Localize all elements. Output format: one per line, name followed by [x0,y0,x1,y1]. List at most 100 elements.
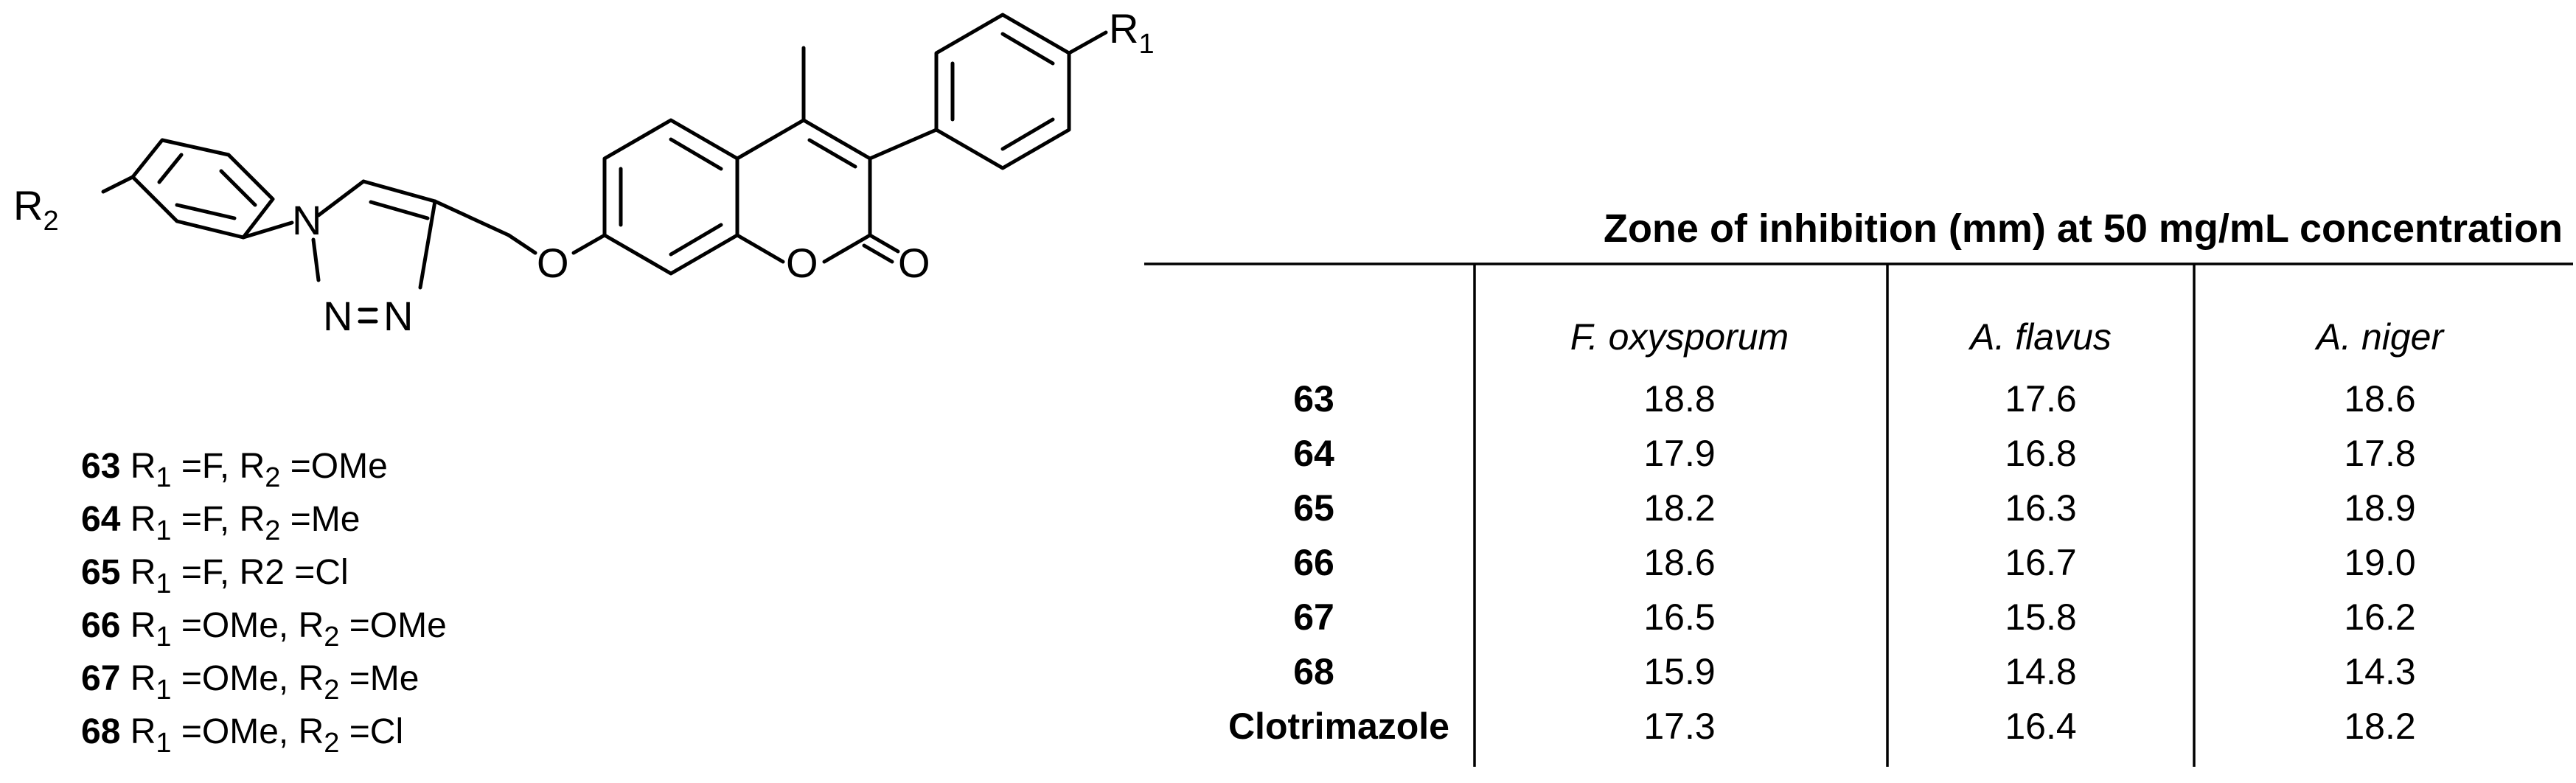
r1-subscript: 1 [156,728,171,759]
r2-symbol: R [240,447,265,486]
r2-symbol: R [299,712,324,751]
r2-subscript: 2 [265,515,280,546]
compound-list-item: 63 R1 =F, R2 =OMe [81,447,388,493]
triazole-n2-label: N [323,293,352,339]
r1-label: R1 [1109,5,1155,60]
r2-symbol: R [299,659,324,698]
r1-subscript: 1 [156,622,171,652]
table-row: 63 18.8 17.6 18.6 [1293,378,2415,420]
row-compound-label: 64 [1293,433,1334,474]
r2-subscript: 2 [324,622,339,652]
table-cell: 18.9 [2344,487,2415,529]
compound-id: 63 [81,447,120,486]
r2-phenyl-ring [101,138,294,240]
table-cell: 14.8 [2005,651,2076,692]
compound-list-item: 64 R1 =F, R2 =Me [81,500,360,546]
r2-symbol: R2 [240,553,285,592]
table-cell: 18.6 [2344,378,2415,420]
compound-id: 68 [81,712,120,751]
table-cell: 17.3 [1643,706,1715,747]
r1-value: =OMe, [172,712,299,751]
table-cell: 16.5 [1643,596,1715,638]
table-row: Clotrimazole 17.3 16.4 18.2 [1228,706,2416,747]
r1-symbol: R [120,500,156,539]
compound-list-item: 67 R1 =OMe, R2 =Me [81,659,419,706]
r1-symbol: R [120,553,156,592]
table-cell: 15.8 [2005,596,2076,638]
compound-list-item: 66 R1 =OMe, R2 =OMe [81,606,447,652]
r2-value: =Me [280,500,360,539]
row-compound-label: 67 [1293,596,1334,638]
table-cell: 19.0 [2344,542,2415,583]
ring-oxygen-label: O [786,240,818,286]
r2-value: =Me [339,659,419,698]
row-compound-label: 63 [1293,378,1334,420]
row-compound-label: Clotrimazole [1228,706,1449,747]
table-cell: 15.9 [1643,651,1715,692]
table-cell: 16.3 [2005,487,2076,529]
r2-subscript: 2 [265,462,280,493]
compound-id: 67 [81,659,120,698]
r1-value: =F, [172,553,240,592]
compound-list-item: 68 R1 =OMe, R2 =Cl [81,712,403,759]
chemical-structure: R1 R2 N N N O O O [13,5,1155,339]
r1-symbol: R [120,712,156,751]
table-cell: 17.8 [2344,433,2415,474]
row-compound-label: 68 [1293,651,1334,692]
compound-id: 66 [81,606,120,645]
table-cell: 16.8 [2005,433,2076,474]
table-cell: 17.6 [2005,378,2076,420]
ether-oxygen-label: O [537,240,569,286]
table-row: 64 17.9 16.8 17.8 [1293,433,2415,474]
table-row: 68 15.9 14.8 14.3 [1293,651,2415,692]
r1-value: =OMe, [172,606,299,645]
triazole-n1-label: N [292,197,321,243]
r1-subscript: 1 [156,515,171,546]
table-cell: 16.2 [2344,596,2415,638]
table-body: 63 18.8 17.6 18.6 64 17.9 16.8 17.8 65 18.2 16.3 18… [1228,378,2416,747]
r2-subscript: 2 [324,675,339,706]
row-compound-label: 66 [1293,542,1334,583]
r1-subscript: 1 [156,462,171,493]
table-cell: 18.6 [1643,542,1715,583]
table-cell: 18.2 [1643,487,1715,529]
r1-phenyl-ring [934,13,1108,170]
r2-value: =Cl [285,553,349,592]
table-row: 65 18.2 16.3 18.9 [1293,487,2415,529]
r1-symbol: R [120,447,156,486]
r2-symbol: R [240,500,265,539]
table-cell: 16.7 [2005,542,2076,583]
table-cell: 16.4 [2005,706,2076,747]
compound-id: 65 [81,553,120,592]
r1-value: =F, [172,500,240,539]
table-cell: 17.9 [1643,433,1715,474]
compound-list-item: 65 R1 =F, R2 =Cl [81,553,349,599]
r1-symbol: R [120,659,156,698]
triazole-ring [311,179,437,324]
triazole-n3-label: N [383,293,413,339]
r1-symbol: R [120,606,156,645]
r2-label: R2 [13,182,59,237]
r2-symbol: R [299,606,324,645]
r2-value: =OMe [280,447,387,486]
column-header: F. oxysporum [1570,316,1789,358]
r1-subscript: 1 [156,675,171,706]
r1-value: =F, [172,447,240,486]
table-cell: 18.8 [1643,378,1715,420]
r1-subscript: 1 [156,568,171,599]
carbonyl-oxygen-label: O [898,240,930,286]
column-header: A. niger [2314,316,2446,358]
coumarin-core [433,46,939,276]
table-header-row: F. oxysporum A. flavus A. niger [1570,316,2446,358]
row-compound-label: 65 [1293,487,1334,529]
table-cell: 18.2 [2344,706,2415,747]
table-caption: Zone of inhibition (mm) at 50 mg/mL conc… [1604,206,2563,251]
column-header: A. flavus [1968,316,2112,358]
table-cell: 14.3 [2344,651,2415,692]
table-row: 67 16.5 15.8 16.2 [1293,596,2415,638]
r2-value: =OMe [339,606,446,645]
table-row: 66 18.6 16.7 19.0 [1293,542,2415,583]
r1-value: =OMe, [172,659,299,698]
